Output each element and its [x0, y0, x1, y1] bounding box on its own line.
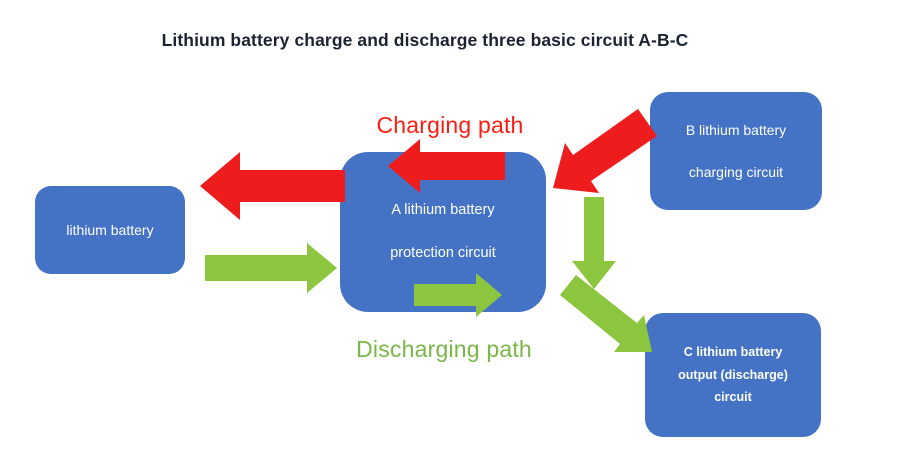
node-b-label-line2: charging circuit [688, 164, 784, 180]
discharging-path-label: Discharging path [356, 336, 532, 362]
node-c-label-line2: output (discharge) [678, 367, 788, 382]
node-b-label-line1: B lithium battery [685, 121, 787, 138]
green-arrow-a-to-c [560, 275, 652, 352]
green-arrow-down [572, 197, 616, 289]
red-arrow-a-to-battery [200, 152, 345, 220]
node-a-protection-circuit: A lithium battery protection circuit [340, 152, 546, 312]
diagram-title: Lithium battery charge and discharge thr… [161, 30, 689, 50]
charging-path-label: Charging path [376, 112, 524, 138]
node-a-label-line2: protection circuit [390, 245, 496, 261]
node-lithium-battery-label: lithium battery [66, 221, 154, 238]
node-c-output-circuit: C lithium battery output (discharge) cir… [645, 313, 821, 437]
red-arrow-b-to-a [553, 109, 657, 193]
green-arrow-battery-to-a [205, 243, 337, 293]
node-c-label-line3: circuit [714, 390, 752, 405]
node-a-label-line1: A lithium battery [391, 202, 495, 219]
node-c-label-line1: C lithium battery [683, 345, 783, 360]
node-b-charging-circuit: B lithium battery charging circuit [650, 92, 822, 210]
node-lithium-battery: lithium battery [35, 186, 185, 274]
